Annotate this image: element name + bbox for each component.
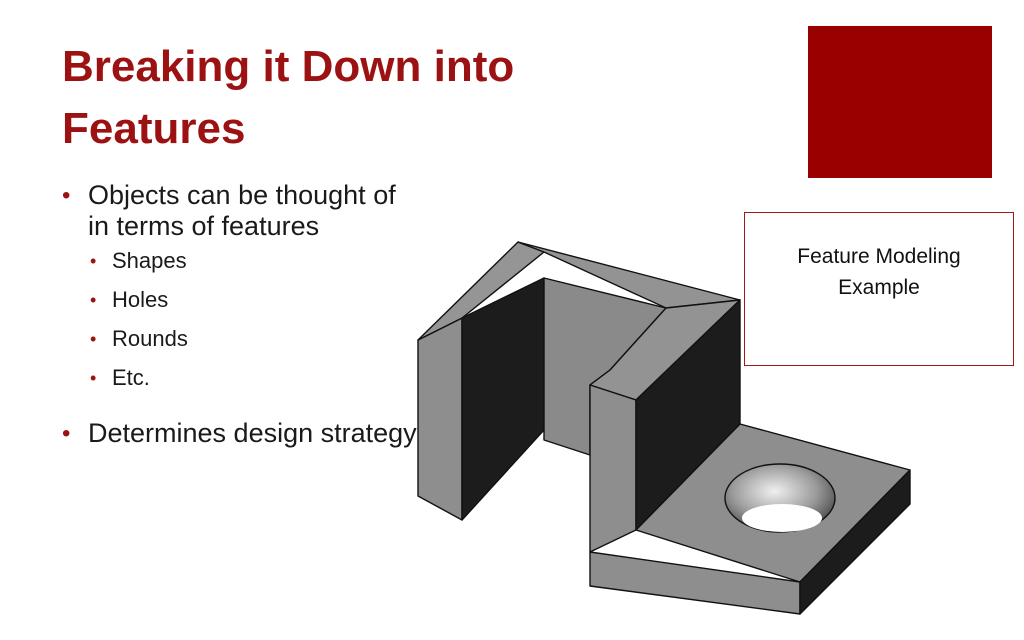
bullet-item: Determines design strategy <box>62 418 422 449</box>
bracket-model-icon <box>417 241 911 615</box>
bullet-list: Objects can be thought of in terms of fe… <box>62 180 422 457</box>
accent-square <box>808 26 992 178</box>
bullet-text: Objects can be thought of in terms of fe… <box>88 180 396 241</box>
slide-title: Breaking it Down into Features <box>62 42 515 153</box>
sub-bullet-item: Etc. <box>88 365 422 391</box>
sub-bullet-item: Rounds <box>88 326 422 352</box>
caption-text: Feature Modeling Example <box>797 245 961 299</box>
bullet-text: Determines design strategy <box>88 418 417 448</box>
sub-bullet-item: Shapes <box>88 248 422 274</box>
bullet-item: Objects can be thought of in terms of fe… <box>62 180 422 391</box>
sub-bullet-item: Holes <box>88 287 422 313</box>
caption-box: Feature Modeling Example <box>744 212 1014 366</box>
sub-bullet-list: Shapes Holes Rounds Etc. <box>88 248 422 391</box>
